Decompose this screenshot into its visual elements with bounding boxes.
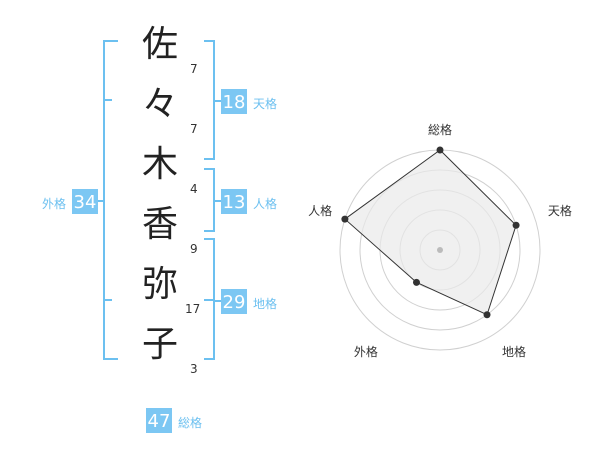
right-brackets — [204, 40, 221, 360]
chikaku-value: 29 — [223, 292, 246, 313]
jinkaku-value: 13 — [223, 192, 246, 213]
radar-point-4 — [341, 215, 349, 223]
name-char-4: 弥 — [142, 264, 178, 305]
radar-point-3 — [412, 278, 420, 286]
radar-axis-label-3: 外格 — [354, 344, 378, 359]
stroke-count-3: 9 — [190, 242, 198, 256]
soukaku-badge[interactable]: 47 総格 — [146, 408, 202, 433]
gaikaku-value: 34 — [74, 192, 97, 213]
radar-point-0 — [436, 146, 444, 154]
gaikaku-label: 外格 — [42, 196, 66, 211]
right-bracket-1 — [204, 168, 215, 232]
stroke-count-0: 7 — [190, 62, 198, 76]
jinkaku-label: 人格 — [253, 196, 277, 211]
gaikaku-bracket — [98, 40, 118, 360]
radar-area — [344, 149, 517, 316]
name-char-1: 々 — [142, 84, 178, 125]
radar-axis-label-0: 総格 — [428, 122, 452, 137]
name-char-0: 佐 — [142, 24, 178, 65]
radar-axis-label-1: 天格 — [548, 203, 572, 218]
name-char-5: 子 — [142, 324, 178, 365]
chikaku-label: 地格 — [253, 296, 277, 311]
soukaku-value: 47 — [148, 411, 171, 432]
radar-point-2 — [483, 311, 491, 319]
stroke-count-5: 3 — [190, 362, 198, 376]
soukaku-label: 総格 — [178, 415, 202, 430]
stroke-count-2: 4 — [190, 182, 198, 196]
stroke-count-1: 7 — [190, 122, 198, 136]
name-char-2: 木 — [142, 144, 178, 185]
chikaku-badge[interactable]: 29 地格 — [221, 289, 277, 314]
stroke-count-4: 17 — [185, 302, 200, 316]
radar-axis-label-2: 地格 — [502, 344, 526, 359]
gaikaku-badge[interactable]: 34 外格 — [42, 189, 98, 214]
radar-center — [437, 247, 443, 253]
jinkaku-badge[interactable]: 13 人格 — [221, 189, 277, 214]
gaikaku-bracket-line — [103, 40, 118, 360]
radar-point-1 — [512, 221, 520, 229]
name-char-3: 香 — [142, 204, 178, 245]
tenkaku-label: 天格 — [253, 96, 277, 111]
tenkaku-badge[interactable]: 18 天格 — [221, 89, 277, 114]
right-bracket-0 — [204, 40, 215, 160]
tenkaku-value: 18 — [223, 92, 246, 113]
radar-axis-label-4: 人格 — [308, 203, 332, 218]
